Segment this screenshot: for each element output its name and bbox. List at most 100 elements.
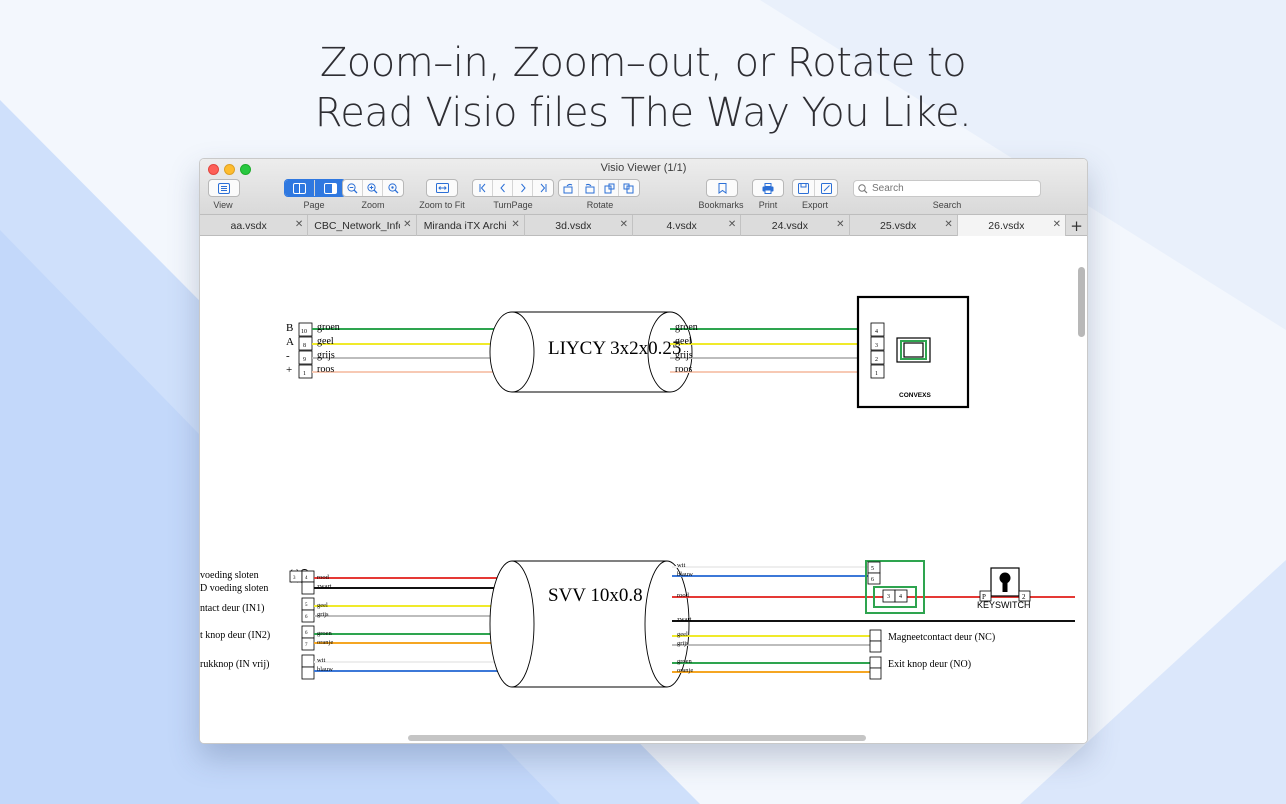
bookmarks-button[interactable] [707,180,737,196]
relay-pin: 6 [871,577,874,583]
tab-miranda-itx-archi[interactable]: Miranda iTX Archi ✕ [417,215,525,236]
bottom-wire-label-left: geel [317,602,328,609]
bottom-left-pin-box [301,581,315,595]
view-group [208,179,240,197]
print-group [752,179,784,197]
close-tab-icon[interactable]: ✕ [294,219,304,230]
search-input[interactable] [872,183,1022,194]
print-button[interactable] [753,180,783,196]
single-page-button[interactable] [285,180,315,196]
exit-knop-label: Exit knop deur (NO) [888,659,971,670]
tab-label: 24.vsdx [771,219,808,232]
rotate-page-left-button[interactable] [599,180,619,196]
bottom-left-pin: 4 [305,576,308,581]
export-group [792,179,838,197]
top-right-pin: 4 [875,329,878,335]
headline: Zoom–in, Zoom–out, or Rotate to Read Vis… [0,38,1286,138]
first-page-icon [479,183,485,193]
rotate-page-right-button[interactable] [619,180,639,196]
close-tab-icon[interactable]: ✕ [944,219,953,230]
tab-label: 3d.vsdx [555,219,592,232]
bottom-wire-label-left: oranje [317,639,333,646]
next-page-button[interactable] [513,180,533,196]
document-tabs: aa.vsdx✕ CBC_Network_Info✕ Miranda iTX A… [200,215,1087,236]
close-tab-icon[interactable]: ✕ [836,219,845,230]
tab-26-vsdx[interactable]: 26.vsdx ✕ [957,215,1066,236]
view-button[interactable] [209,180,239,196]
bottom-left-label: t knop deur (IN2) [200,630,270,641]
previous-page-button[interactable] [493,180,513,196]
zoom-in-icon [367,182,378,193]
zoom-label: Zoom [361,200,385,210]
new-tab-button[interactable]: + [1066,215,1087,236]
top-right-pin-box [870,364,885,379]
tab-label: 4.vsdx [666,219,697,232]
tab-label: CBC_Network_Info [314,219,400,232]
rotate-group [558,179,640,197]
top-wire-label-left: groen [317,322,340,333]
tab-25-vsdx[interactable]: 25.vsdx ✕ [850,215,958,236]
document-canvas[interactable]: B A - + 10 8 9 1 groen geel [200,237,1087,743]
search-box[interactable] [853,180,1041,197]
two-page-icon [323,182,337,194]
rotate-right-button[interactable] [579,180,599,196]
last-page-icon [540,183,547,193]
close-tab-icon[interactable]: ✕ [727,219,737,230]
rotate-left-button[interactable] [559,180,579,196]
top-cable-right-cap [647,311,693,393]
zoom-in-button[interactable] [363,180,383,196]
first-page-button[interactable] [473,180,493,196]
tab-4-vsdx[interactable]: 4.vsdx ✕ [633,215,742,236]
convexs-label: CONVEXS [899,392,931,399]
relay-pin: 3 [887,594,890,600]
app-window: Visio Viewer (1/1) View Page [199,158,1088,744]
convexs-reader-core [903,342,924,358]
tab-label: 25.vsdx [880,219,917,232]
export-button[interactable] [815,180,837,196]
bottom-left-pin-box [289,570,303,583]
exit-knop-pin-box [869,656,882,669]
close-tab-icon[interactable]: ✕ [511,219,520,230]
zoom-out-button[interactable] [343,180,363,196]
zoom-window-button[interactable] [240,164,251,175]
two-page-button[interactable] [315,180,345,196]
top-left-pin: 10 [301,329,307,335]
close-tab-icon[interactable]: ✕ [403,219,412,230]
last-page-button[interactable] [533,180,553,196]
tab-label: Miranda iTX Archi [423,219,507,232]
bottom-left-label: ntact deur (IN1) [200,603,264,614]
plus-icon: + [1070,216,1083,235]
bottom-left-pin: 6 [305,615,308,620]
close-tab-icon[interactable]: ✕ [619,219,628,230]
keyhole-icon [999,572,1011,592]
bottom-wire-label-left: wit [317,657,326,664]
horizontal-scrollbar[interactable] [408,735,866,741]
close-window-button[interactable] [208,164,219,175]
bottom-section: NC NO voeding sloten D voeding sloten nt… [200,560,1075,688]
actual-size-button[interactable] [383,180,403,196]
bottom-left-pin-box [301,654,315,668]
close-tab-icon[interactable]: ✕ [1052,219,1061,230]
minimize-window-button[interactable] [224,164,235,175]
top-cable-label: LIYCY 3x2x0.25 [548,338,681,359]
tab-24-vsdx[interactable]: 24.vsdx ✕ [741,215,850,236]
top-wire-label-left: geel [317,336,334,347]
zoom-to-fit-button[interactable] [427,180,457,196]
top-right-pin: 1 [875,371,878,377]
bottom-left-pin-box [301,597,315,611]
tab-label: 26.vsdx [988,219,1025,232]
tab-3d-vsdx[interactable]: 3d.vsdx ✕ [525,215,633,236]
keyswitch-pin: 2 [1022,593,1026,601]
bottom-wire-label-left: groen [317,630,333,637]
turnpage-group [472,179,554,197]
single-page-icon [293,182,306,194]
print-label: Print [758,200,778,210]
relay-pin-box [867,572,881,585]
magneetcontact-pin-box [869,640,882,653]
save-button[interactable] [793,180,815,196]
tab-cbc-network-info[interactable]: CBC_Network_Info✕ [308,215,417,236]
list-icon [218,182,230,194]
rotate-left-icon [563,183,572,193]
tab-aa-vsdx[interactable]: aa.vsdx✕ [200,215,309,236]
vertical-scrollbar[interactable] [1078,267,1085,337]
